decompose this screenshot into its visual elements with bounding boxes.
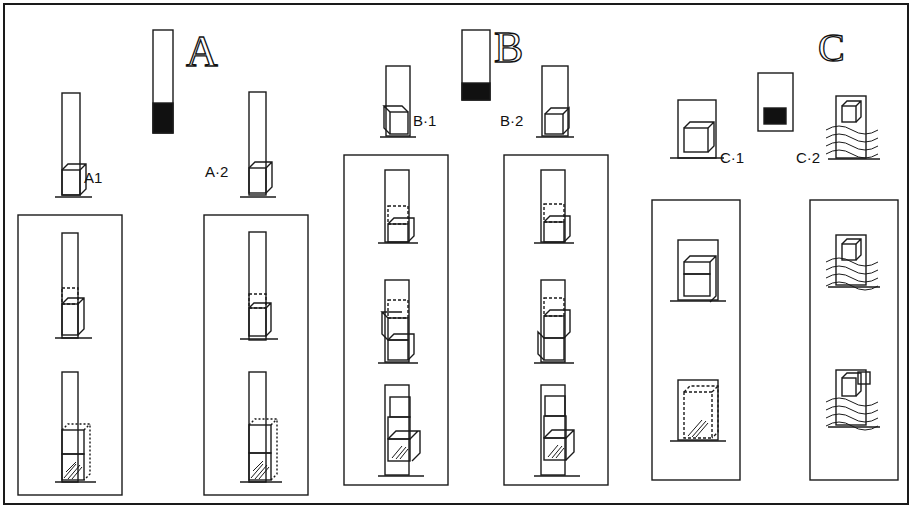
item-label: C·2 (796, 150, 820, 165)
group-letter: C (818, 28, 845, 68)
group-letter: B (494, 26, 523, 70)
item-label: B·2 (500, 113, 523, 128)
item-label: A·2 (205, 164, 228, 179)
item-label: C·1 (720, 150, 744, 165)
group-letter: A (186, 30, 218, 74)
item-label: A1 (84, 170, 102, 185)
item-label: B·1 (413, 113, 436, 128)
